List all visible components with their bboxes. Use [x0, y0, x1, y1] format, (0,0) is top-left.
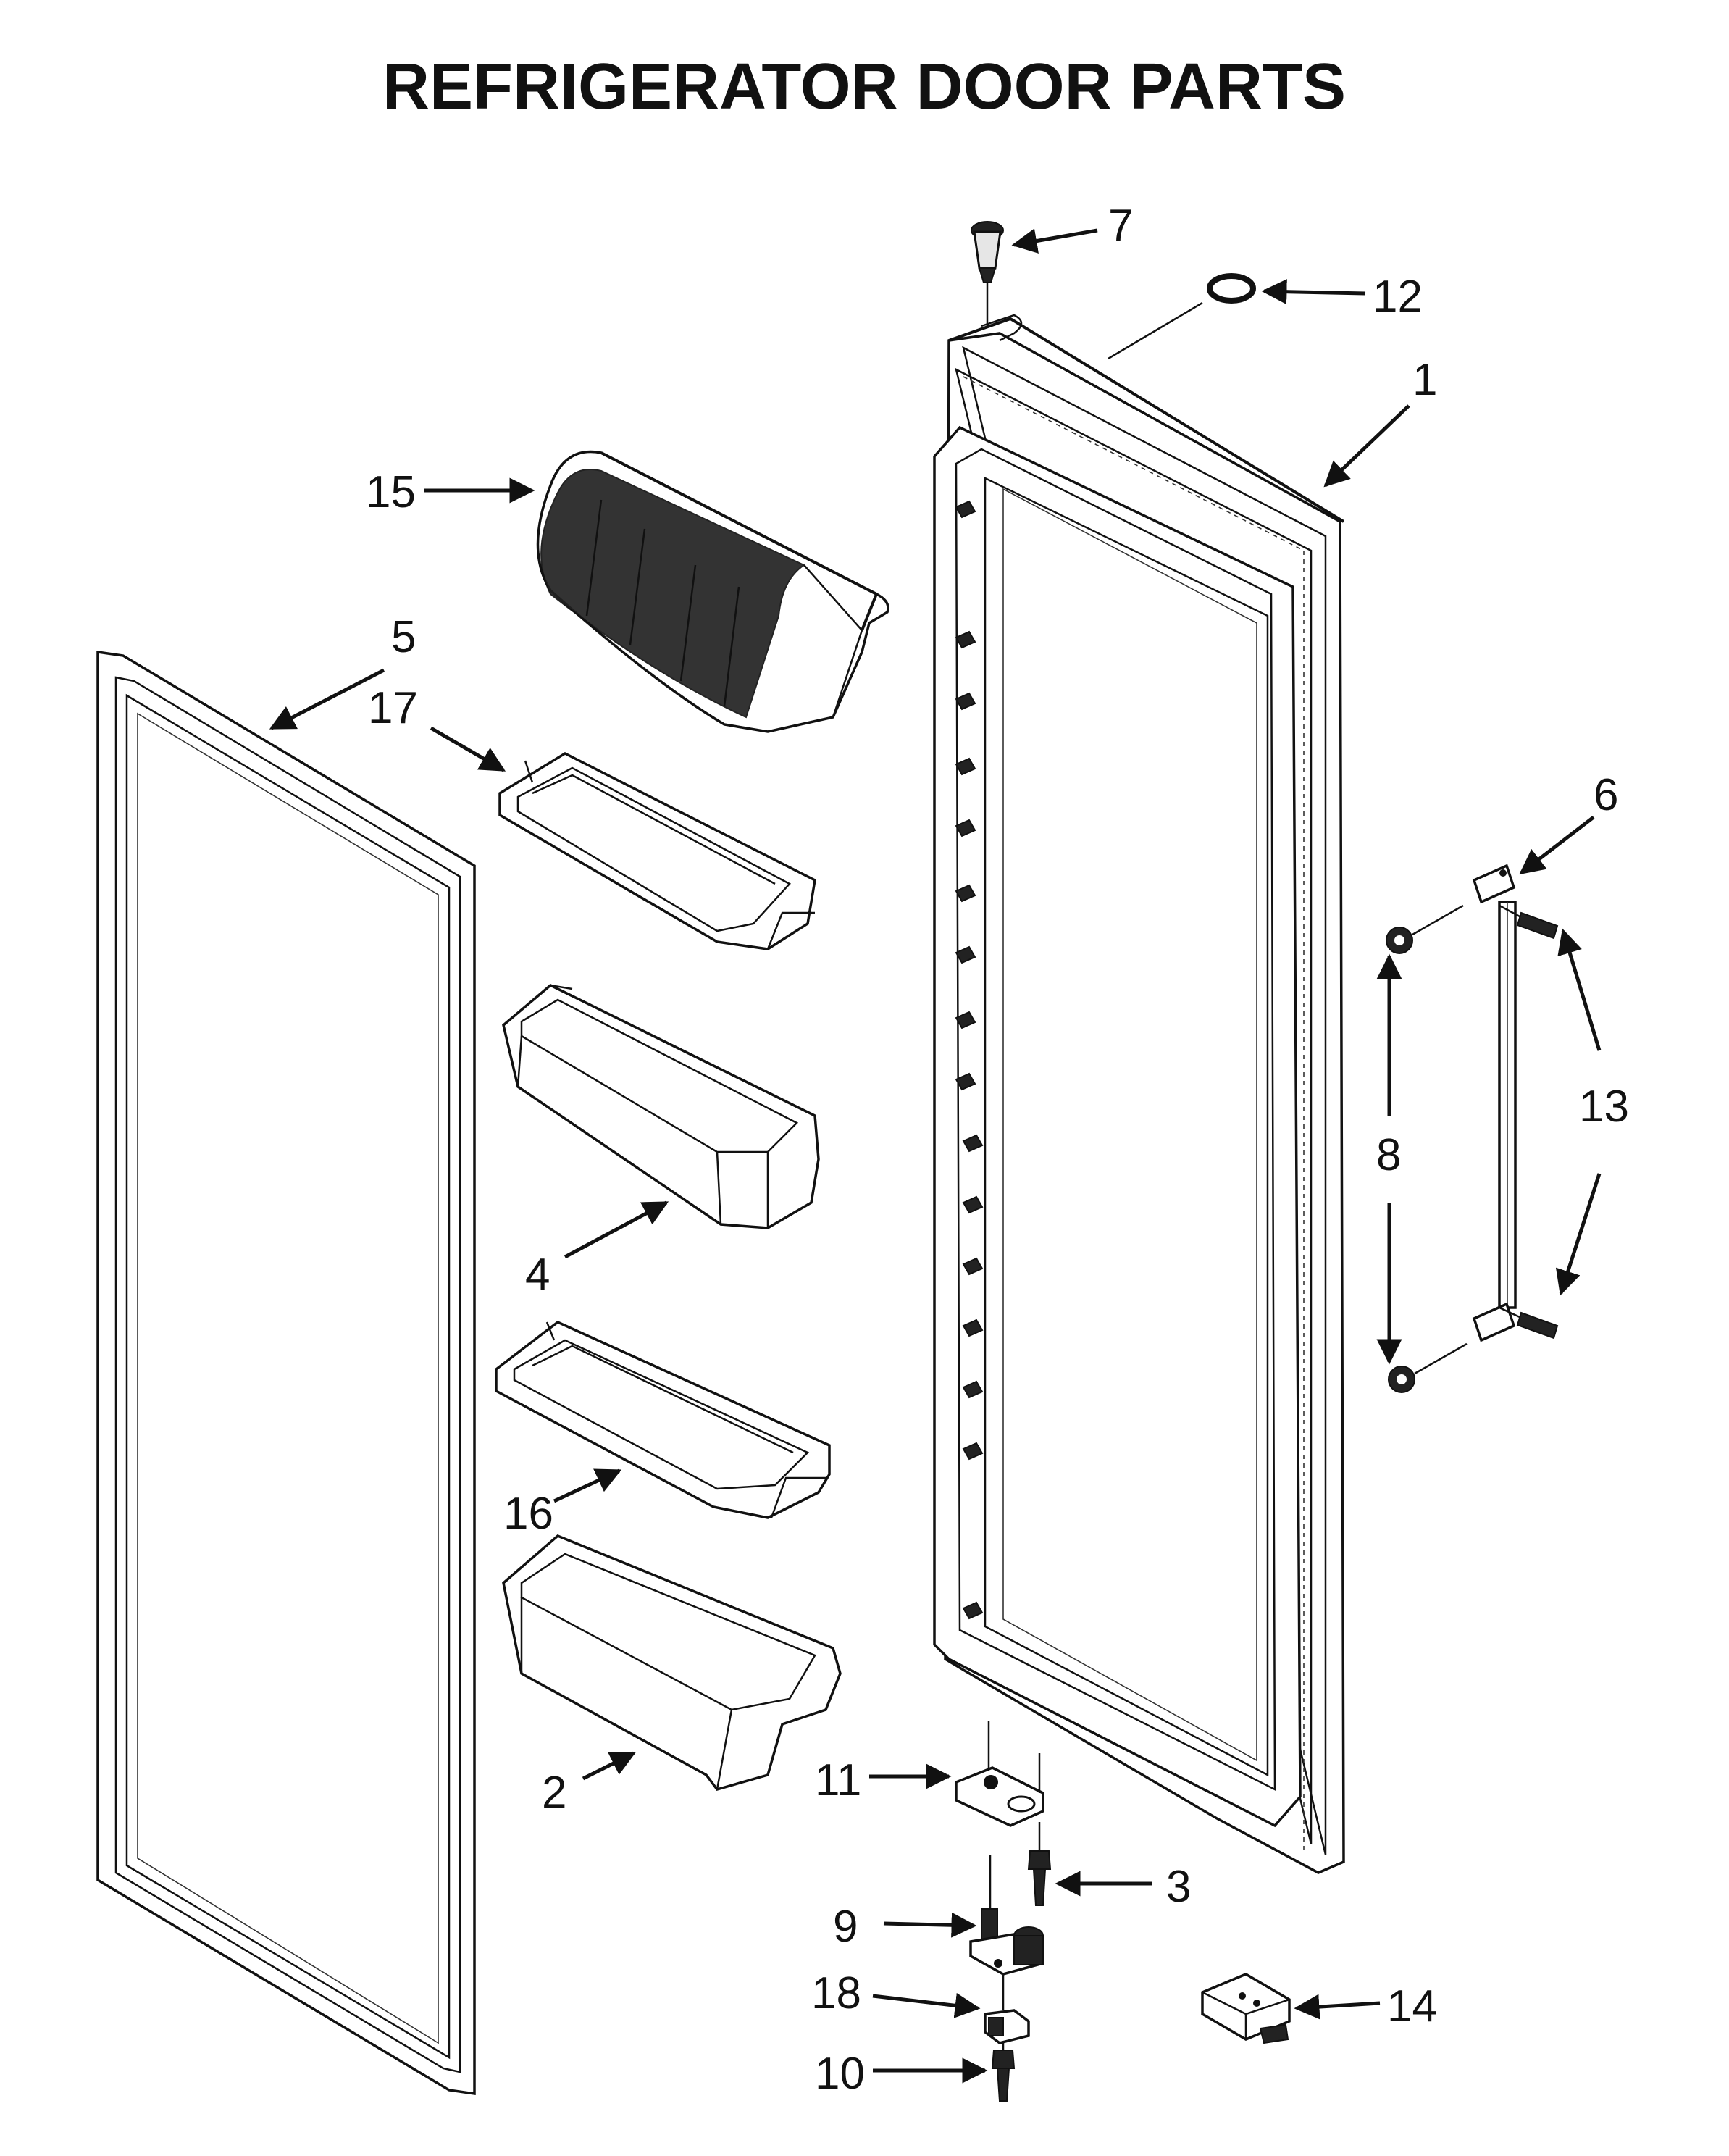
hinge-cover-part [1201, 1973, 1291, 2044]
callout-11: 11 [815, 1755, 861, 1805]
callout-10: 10 [815, 2049, 865, 2099]
lower-shallow-bin-part [495, 1320, 831, 1519]
callout-8: 8 [1376, 1130, 1401, 1180]
hinge-bushing-part [971, 221, 1004, 326]
callout-3: 3 [1166, 1862, 1191, 1912]
callout-15: 15 [366, 467, 416, 517]
hinge-screw-part [991, 2043, 1016, 2102]
callout-2: 2 [542, 1768, 566, 1818]
callout-6: 6 [1594, 770, 1618, 820]
handle-studs-part [1386, 904, 1468, 1393]
shallow-door-bin-part [498, 751, 816, 950]
screw-part [1027, 1822, 1052, 1906]
shelf-clips [955, 500, 984, 1620]
door-handle-part [1472, 864, 1517, 1342]
lower-hinge-part [969, 1855, 1044, 2010]
callout-17: 17 [368, 683, 418, 733]
callout-12: 12 [1373, 272, 1423, 322]
callout-9: 9 [833, 1902, 858, 1952]
hinge-plate-part [955, 1721, 1044, 1827]
diagram-title: REFRIGERATOR DOOR PARTS [382, 51, 1346, 123]
large-door-bin-part [502, 1534, 842, 1792]
callout-7: 7 [1108, 201, 1133, 251]
callout-13: 13 [1579, 1082, 1629, 1132]
ring-part [1108, 273, 1256, 360]
callout-18: 18 [811, 1968, 861, 2018]
callout-4: 4 [525, 1250, 550, 1300]
callout-1: 1 [1412, 355, 1437, 405]
door-assembly-part [933, 314, 1345, 1874]
callout-16: 16 [503, 1489, 553, 1539]
callout-5: 5 [391, 612, 416, 662]
door-gasket-part [96, 650, 476, 2096]
leader-arrows [269, 228, 1602, 2084]
callout-labels: 1 2 3 4 5 6 7 8 9 10 11 12 13 14 15 16 1… [366, 201, 1629, 2099]
set-screws-part [1499, 904, 1559, 1340]
hinge-cam-part [984, 2009, 1030, 2044]
callout-14: 14 [1387, 1981, 1437, 2031]
deep-door-bin-part [502, 983, 820, 1229]
bin-cover-part [536, 450, 889, 733]
